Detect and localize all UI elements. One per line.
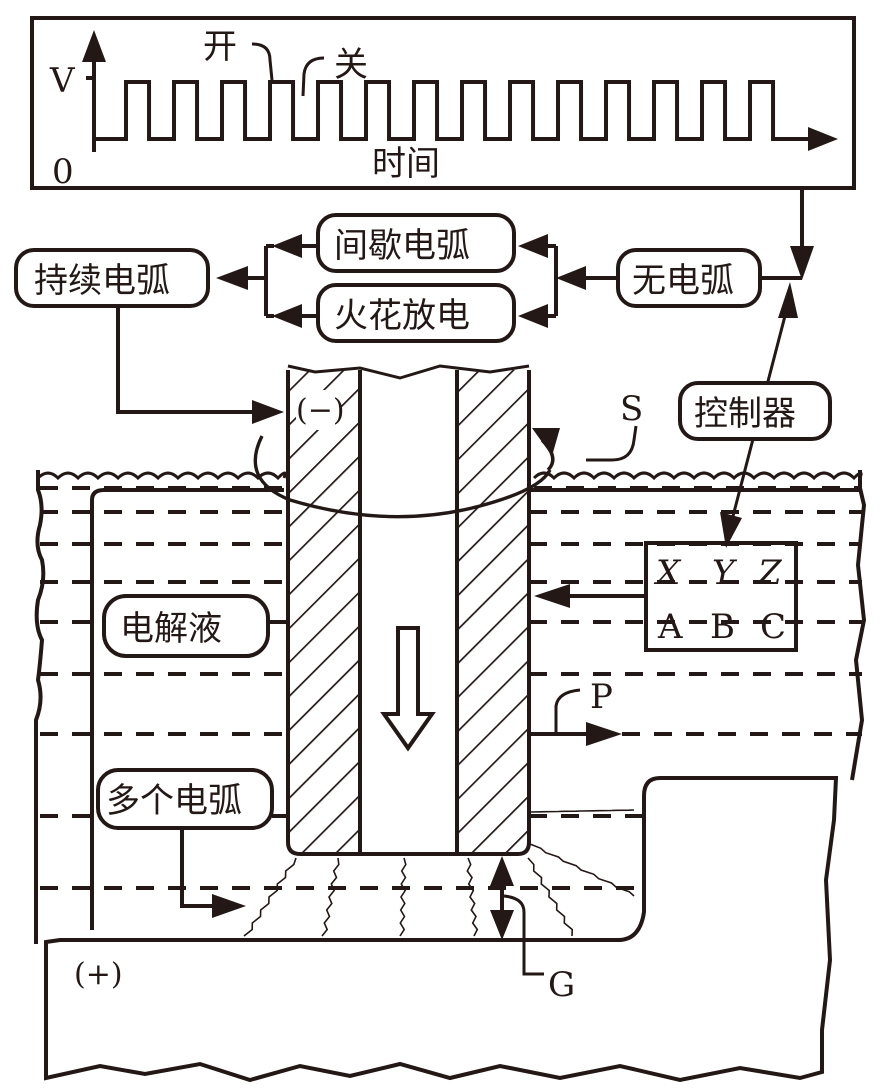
spark-discharge-box — [316, 283, 516, 343]
pressure-arrow-icon — [586, 722, 622, 746]
electrolyte-label: 电解液 — [120, 609, 222, 649]
axis-z: Z — [757, 553, 783, 593]
electrolyte-box — [102, 594, 270, 658]
off-leader — [301, 56, 325, 97]
container-wall-left — [90, 488, 284, 930]
on-label: 开 — [203, 27, 237, 67]
tool-outline — [286, 370, 531, 856]
spark-discharge-label: 火花放电 — [334, 296, 470, 336]
arc-discharge — [321, 857, 340, 937]
tool-wall-right — [457, 370, 529, 854]
from-intermittent-arrow-icon — [272, 234, 302, 258]
continuous-arc-box — [14, 248, 210, 308]
arc-discharge — [527, 857, 574, 937]
from-spark-arrow-icon — [272, 304, 302, 328]
controller-up-arrow-icon — [778, 282, 798, 318]
down-arrow-icon — [790, 246, 814, 280]
axes-to-tool-arrow-icon — [534, 584, 570, 608]
to-continuous-arrow-icon — [216, 266, 248, 290]
gap-leader — [503, 894, 544, 976]
x-axis-label: 时间 — [372, 144, 440, 184]
tool-polarity-label: (−) — [296, 393, 345, 428]
waveform-panel: V 0 时间 开 关 — [30, 16, 856, 192]
to-tool-arrow-icon — [252, 400, 284, 424]
x-axis-arrow-icon — [808, 127, 838, 151]
intermittent-arc-label: 间歇电弧 — [334, 226, 470, 266]
state-flow: 持续电弧 间歇电弧 火花放电 无电弧 — [14, 213, 802, 424]
tank-left-edge — [34, 470, 46, 944]
multiple-arcs-label: 多个电弧 — [106, 781, 242, 821]
axis-y: Y — [712, 553, 738, 593]
y-axis-label: V — [49, 61, 76, 101]
axis-x: X — [653, 553, 682, 593]
spindle-rotation-label: S — [620, 389, 643, 429]
continuous-to-tool-line — [116, 306, 256, 414]
axis-a: A — [657, 607, 683, 647]
pulse-waveform — [94, 80, 810, 141]
feed-arrow-icon — [380, 626, 436, 752]
pressure-label: P — [590, 677, 613, 717]
gap-label: G — [548, 965, 575, 1005]
controller-down-arrow-icon — [720, 512, 742, 548]
multiple-arcs-box — [96, 768, 274, 830]
y-axis-arrow-icon — [82, 30, 106, 62]
intermittent-arc-box — [316, 213, 516, 273]
arc-discharge — [529, 809, 635, 813]
tool-electrode: (−) — [286, 364, 531, 856]
waveform-frame — [30, 16, 856, 190]
arc-discharges — [243, 809, 635, 937]
to-spark-arrow-icon — [518, 304, 548, 328]
origin-label: 0 — [52, 152, 74, 192]
controller-group: 控制器 — [678, 282, 832, 548]
axis-b: B — [710, 607, 735, 647]
controller-label: 控制器 — [694, 394, 796, 434]
on-leader — [251, 42, 274, 81]
multiple-arcs-line — [180, 828, 214, 908]
arc-discharge — [243, 857, 297, 937]
multiple-arcs-arrow-icon — [212, 894, 246, 918]
surface-wave-right — [532, 471, 863, 481]
axis-c: C — [760, 607, 786, 647]
gap-up-arrow-icon — [490, 856, 514, 886]
tool-break-line — [287, 364, 530, 380]
rotation-arrow-icon — [532, 428, 560, 456]
pressure-leader — [554, 688, 581, 734]
tool-bore — [360, 370, 457, 854]
workpiece-polarity-label: (+) — [74, 957, 123, 992]
arc-discharge — [399, 857, 407, 937]
gap-down-arrow-icon — [490, 910, 514, 940]
spindle-leader — [586, 425, 638, 462]
tool-wall-left — [288, 370, 360, 854]
controller-box — [678, 381, 832, 441]
surface-wave-left — [36, 471, 287, 481]
arc-discharge — [529, 843, 635, 897]
rotation-ellipse — [253, 435, 552, 519]
to-intermittent-arrow-icon — [518, 234, 548, 258]
workpiece: (+) — [44, 776, 839, 1083]
workpiece-body — [44, 776, 839, 1083]
continuous-arc-label: 持续电弧 — [34, 261, 170, 301]
no-arc-label: 无电弧 — [632, 261, 734, 301]
no-arc-arrow-icon — [556, 266, 586, 290]
off-label: 关 — [334, 45, 368, 85]
arc-discharge — [466, 857, 479, 937]
